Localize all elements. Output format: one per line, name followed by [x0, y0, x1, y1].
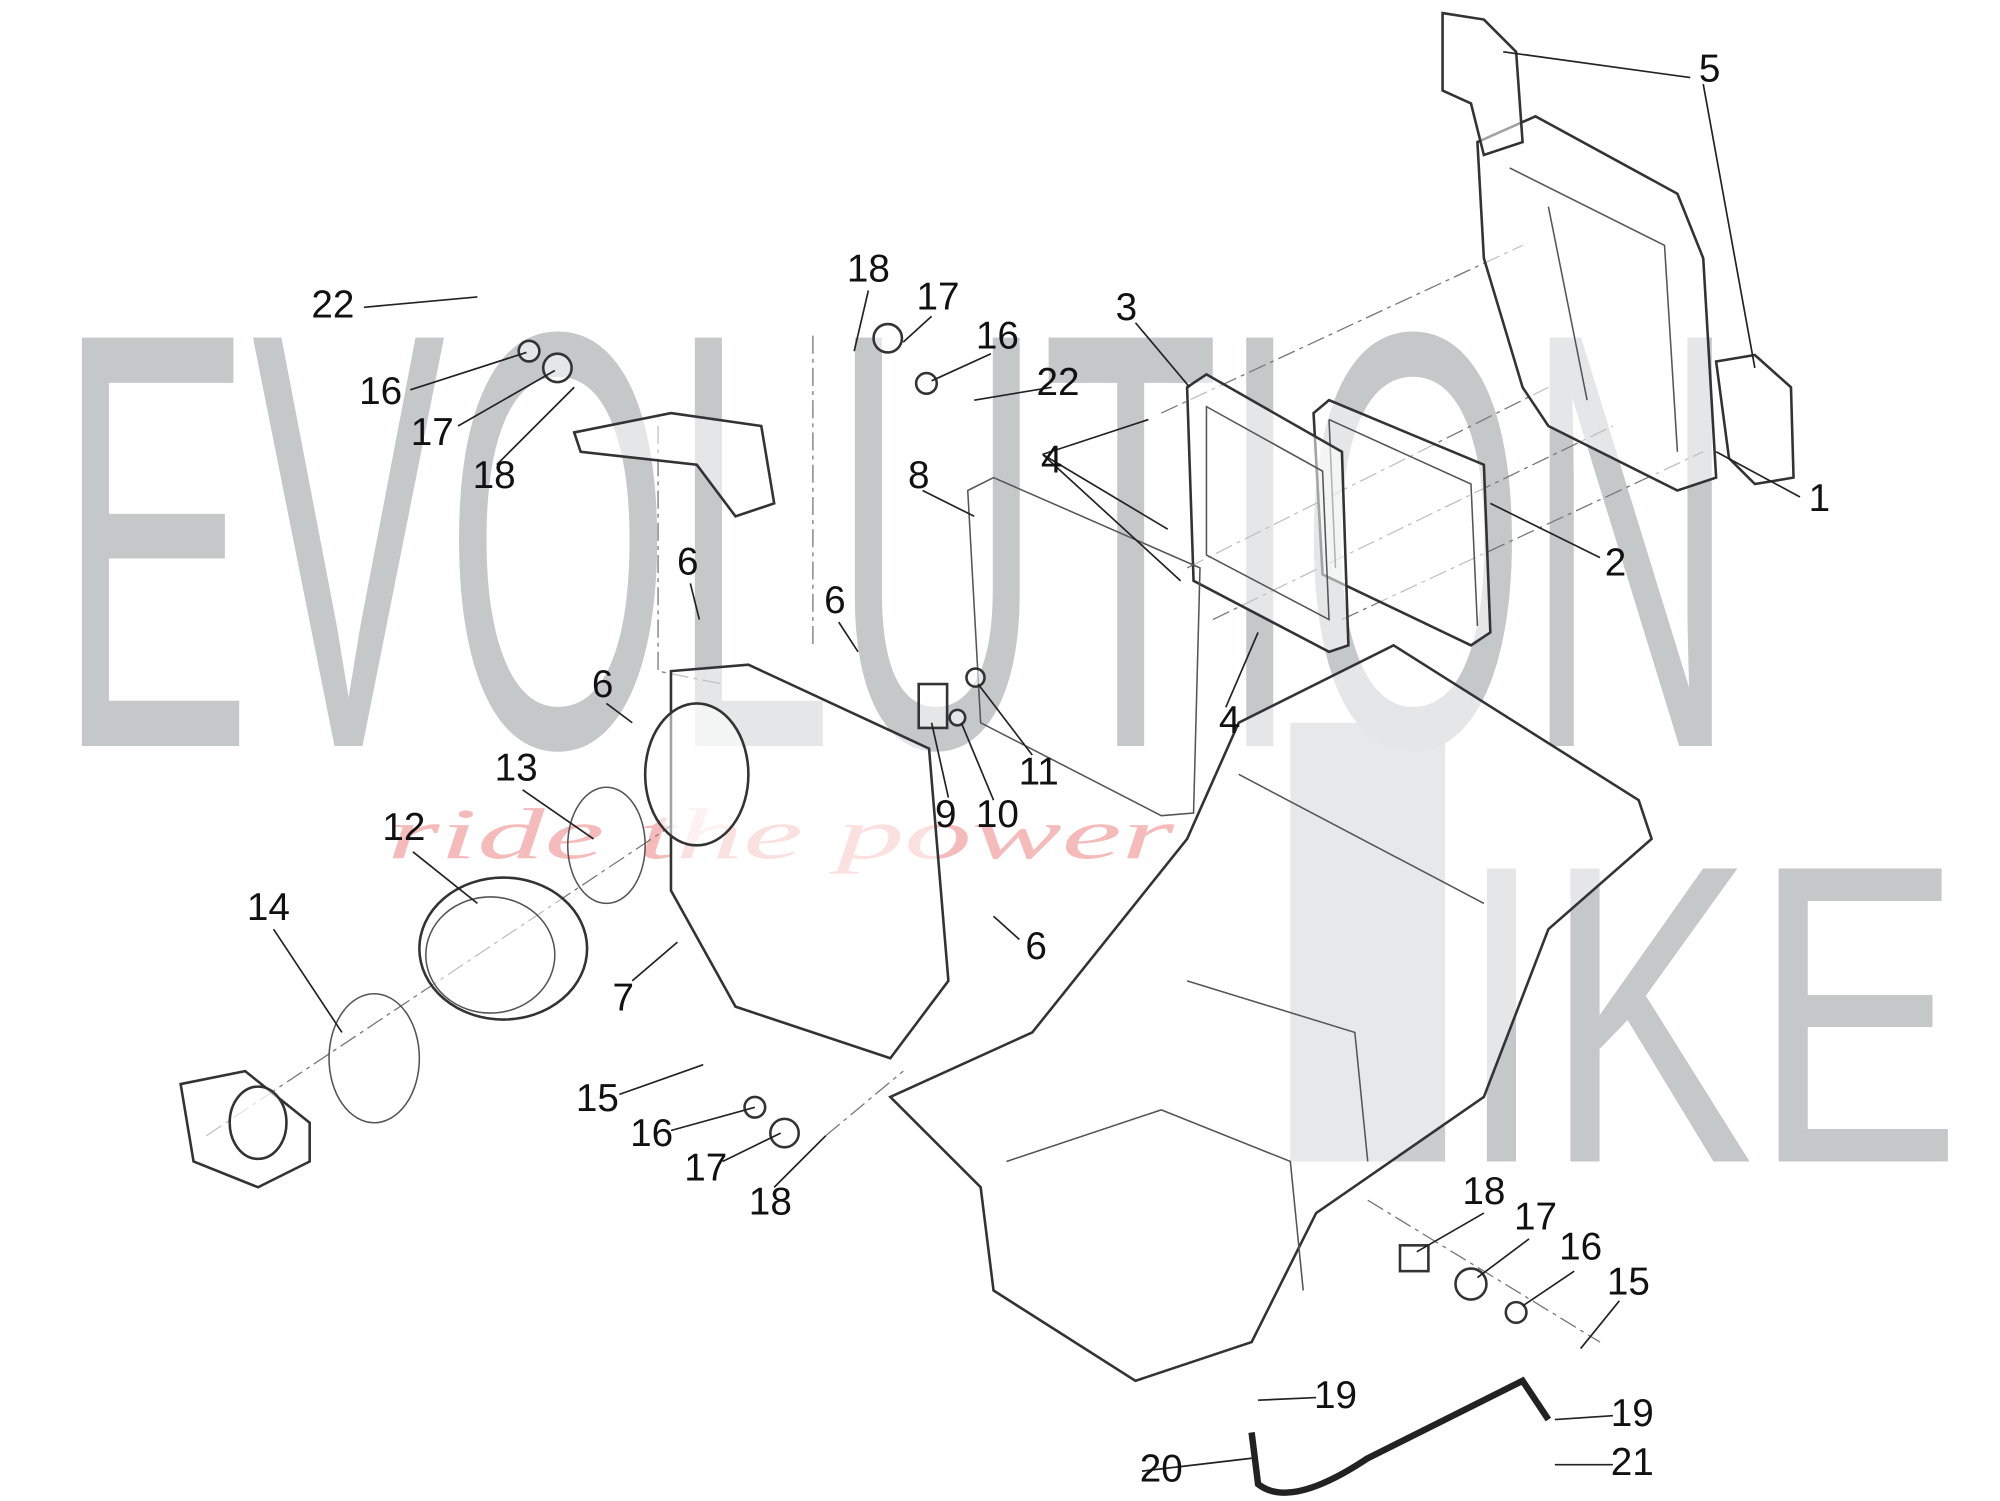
parts — [179, 11, 1795, 1496]
clamp-13 — [566, 786, 646, 905]
callout-1: 1 — [1809, 477, 1831, 520]
callout-3: 3 — [1116, 286, 1138, 329]
callout-16: 16 — [359, 370, 402, 413]
callout-16: 16 — [1559, 1225, 1602, 1268]
intake-duct-top — [1441, 11, 1524, 157]
leader-lines — [272, 50, 1801, 1472]
washer-16 — [1504, 1300, 1528, 1325]
callout-18: 18 — [473, 454, 516, 497]
callout-17: 17 — [684, 1147, 727, 1190]
callout-18: 18 — [1462, 1170, 1505, 1213]
callout-6: 6 — [1025, 925, 1047, 968]
callout-labels: 5 1 2 3 4 4 8 18 17 16 22 22 16 17 18 6 … — [247, 47, 1830, 1490]
gasket — [966, 476, 1201, 817]
callout-22: 22 — [1037, 361, 1080, 404]
callout-19: 19 — [1611, 1392, 1654, 1435]
callout-22: 22 — [311, 283, 354, 326]
drain-hose — [1248, 1376, 1552, 1496]
callout-21: 21 — [1611, 1441, 1654, 1484]
callout-14: 14 — [247, 886, 290, 929]
callout-6: 6 — [677, 540, 699, 583]
callout-12: 12 — [382, 806, 425, 849]
callout-17: 17 — [411, 411, 454, 454]
airbox-base — [888, 643, 1654, 1383]
callout-15: 15 — [1607, 1260, 1650, 1303]
callout-20: 20 — [1140, 1447, 1183, 1490]
rubber-block-9 — [917, 682, 949, 730]
callout-6: 6 — [592, 663, 614, 706]
callout-16: 16 — [630, 1112, 673, 1155]
callout-18: 18 — [847, 247, 890, 290]
callout-18: 18 — [749, 1180, 792, 1223]
callout-7: 7 — [612, 976, 634, 1019]
callout-9: 9 — [935, 793, 957, 836]
callout-4: 4 — [1219, 699, 1241, 742]
callout-8: 8 — [908, 454, 930, 497]
air-filter-cover — [1476, 114, 1718, 492]
callout-11: 11 — [1019, 751, 1059, 794]
callout-10: 10 — [976, 793, 1019, 836]
callout-13: 13 — [495, 747, 538, 790]
rubber-sleeve — [418, 876, 589, 1021]
callout-6: 6 — [824, 579, 846, 622]
nut-18 — [1398, 1244, 1430, 1273]
callout-16: 16 — [976, 314, 1019, 357]
filter-frame — [1185, 372, 1350, 654]
grommet-17 — [1454, 1267, 1488, 1301]
callout-5: 5 — [1699, 47, 1721, 90]
callout-15: 15 — [576, 1077, 619, 1120]
callout-2: 2 — [1605, 542, 1627, 585]
callout-17: 17 — [1514, 1196, 1557, 1239]
callout-17: 17 — [917, 276, 960, 319]
bracket — [572, 411, 776, 518]
housing-port — [643, 702, 750, 847]
callout-4: 4 — [1041, 438, 1063, 481]
clamp-14 — [328, 992, 421, 1124]
callout-19: 19 — [1314, 1374, 1357, 1417]
